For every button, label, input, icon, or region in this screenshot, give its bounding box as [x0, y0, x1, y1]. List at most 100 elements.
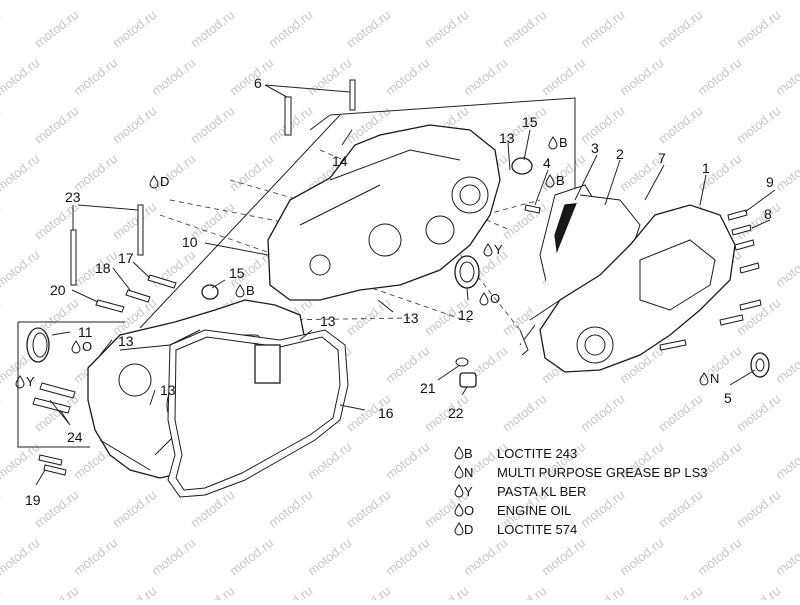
watermark-text: motod.ru [344, 7, 394, 50]
oil-seal-12 [454, 255, 480, 289]
lubricant-code: B [556, 173, 565, 188]
watermark-text: motod.ru [656, 103, 706, 146]
bolts [95, 274, 177, 313]
watermark-text: motod.ru [539, 0, 589, 2]
legend-text: ENGINE OIL [497, 503, 571, 518]
watermark-text: motod.ru [227, 55, 277, 98]
legend-text: LOCTITE 574 [497, 522, 577, 537]
watermark-text: motod.ru [656, 7, 706, 50]
oil-seal-11 [26, 327, 50, 363]
watermark-text: motod.ru [266, 583, 316, 600]
watermark-text: motod.ru [344, 487, 394, 530]
watermark-text: motod.ru [0, 103, 3, 146]
watermark-text: motod.ru [656, 583, 706, 600]
legend-code: O [464, 503, 474, 518]
lubricant-marks: B B D B Y O O Y [15, 135, 719, 389]
watermark-text: motod.ru [734, 103, 784, 146]
watermark-text: motod.ru [71, 535, 121, 578]
watermark-text: motod.ru [422, 391, 472, 434]
watermark-text: motod.ru [0, 7, 3, 50]
watermark-text: motod.ru [773, 439, 800, 482]
callout-label: 18 [95, 260, 111, 276]
watermark-text: motod.ru [734, 199, 784, 242]
legend-entry: N MULTI PURPOSE GREASE BP LS3 [454, 465, 707, 480]
callout-label: 17 [118, 250, 134, 266]
legend-code: N [464, 465, 473, 480]
watermark-text: motod.ru [500, 199, 550, 242]
watermark-text: motod.ru [32, 391, 82, 434]
watermark-text: motod.ru [0, 487, 3, 530]
watermark-text: motod.ru [110, 583, 160, 600]
leader-lines [35, 84, 776, 486]
callout-label: 5 [724, 390, 732, 406]
droplet-icon: Y [15, 374, 35, 389]
watermark-text: motod.ru [383, 55, 433, 98]
watermark-text: motod.ru [383, 439, 433, 482]
watermark-text: motod.ru [32, 583, 82, 600]
watermark-text: motod.ru [71, 0, 121, 2]
watermark-text: motod.ru [500, 7, 550, 50]
watermark-text: motod.ru [773, 247, 800, 290]
watermark-text: motod.ru [539, 535, 589, 578]
watermark-text: motod.ru [695, 0, 745, 2]
watermark-text: motod.ru [500, 583, 550, 600]
watermark-text: motod.ru [500, 391, 550, 434]
crankcase-gasket [167, 329, 349, 498]
watermark-text: motod.ru [695, 343, 745, 386]
watermark-text: motod.ru [383, 535, 433, 578]
watermark-text: motod.ru [773, 535, 800, 578]
watermark-text: motod.ru [0, 199, 3, 242]
callout-label: 21 [420, 380, 436, 396]
callout-label: 7 [658, 150, 666, 166]
watermark-text: motod.ru [32, 7, 82, 50]
watermark-text: motod.ru [617, 55, 667, 98]
watermark-text: motod.ru [266, 7, 316, 50]
legend-code: Y [464, 484, 473, 499]
watermark-text: motod.ru [32, 103, 82, 146]
group-frames [17, 97, 576, 448]
lubricant-code: D [160, 174, 169, 189]
watermark-text: motod.ru [188, 583, 238, 600]
legend-code: D [464, 522, 473, 537]
watermark-text: motod.ru [110, 7, 160, 50]
callout-label: 6 [254, 75, 262, 91]
screws-19 [38, 454, 67, 476]
watermark-text: motod.ru [734, 583, 784, 600]
watermark-text: motod.ru [0, 55, 42, 98]
watermark-text: motod.ru [71, 55, 121, 98]
plugs-15 [201, 157, 533, 300]
callout-label: 15 [522, 114, 538, 130]
legend-entry: O ENGINE OIL [454, 503, 571, 518]
droplet-icon: N [699, 371, 719, 386]
right-cover [539, 204, 736, 373]
watermark-text: motod.ru [227, 151, 277, 194]
callout-label: 8 [764, 206, 772, 222]
watermark-text: motod.ru [0, 295, 3, 338]
watermark-text: motod.ru [461, 0, 511, 2]
lubricant-code: Y [26, 374, 35, 389]
droplet-icon [454, 484, 464, 498]
callout-label: 13 [160, 382, 176, 398]
watermark-text: motod.ru [578, 103, 628, 146]
callout-label: 19 [25, 492, 41, 508]
watermark-text: motod.ru [266, 487, 316, 530]
watermark-text: motod.ru [344, 295, 394, 338]
callout-label: 2 [616, 146, 624, 162]
callout-label: 13 [118, 333, 134, 349]
droplet-icon [454, 522, 464, 536]
legend-code: B [464, 446, 473, 461]
lubricant-code: O [82, 339, 92, 354]
watermark-text: motod.ru [305, 439, 355, 482]
callout-label: 13 [320, 313, 336, 329]
callout-label: 14 [332, 153, 348, 169]
watermark-text: motod.ru [305, 0, 355, 2]
watermark-text: motod.ru [773, 151, 800, 194]
watermark-text: motod.ru [773, 55, 800, 98]
watermark-text: motod.ru [0, 391, 3, 434]
studs [70, 79, 356, 286]
callout-label: 23 [65, 189, 81, 205]
washer-5 [750, 352, 770, 378]
watermark-text: motod.ru [383, 0, 433, 2]
lubricant-code: B [559, 135, 568, 150]
cover-bolts [524, 204, 762, 351]
